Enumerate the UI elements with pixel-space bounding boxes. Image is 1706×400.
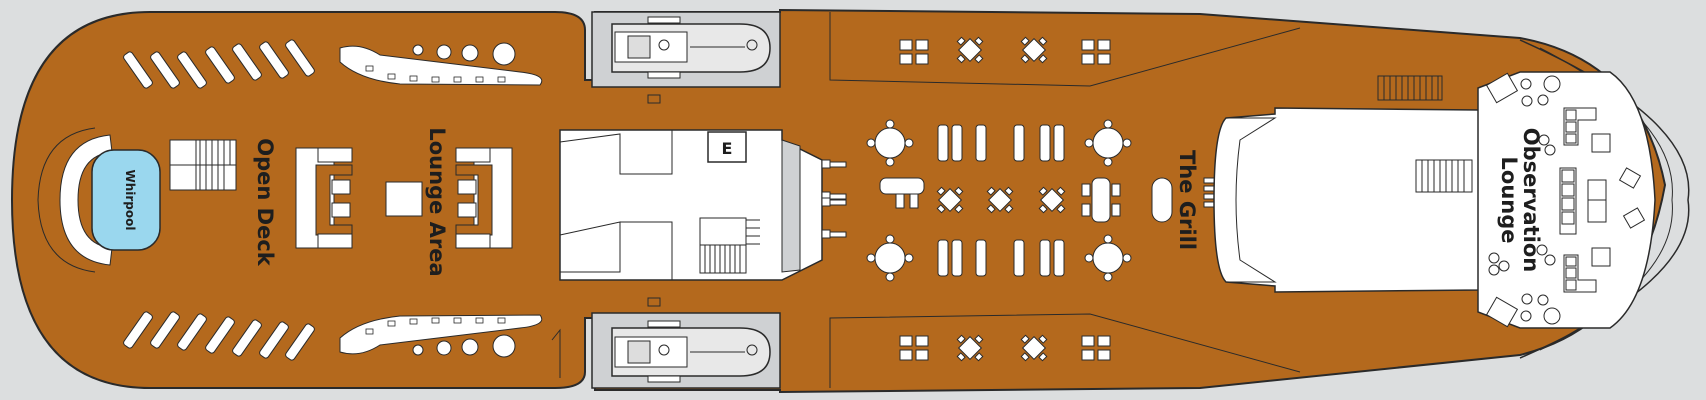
elevator-icon: [707, 131, 747, 163]
dining-table-icon: [1039, 124, 1065, 162]
dining-table-icon: [1081, 39, 1111, 65]
promenade-tables-bottom: [899, 334, 1111, 362]
lounger-icon: [177, 51, 207, 89]
lounger-icon: [285, 323, 315, 361]
dining-table-icon: [1013, 239, 1025, 277]
open-deck-label: Open Deck: [253, 138, 277, 267]
round-table-icon: [1084, 234, 1132, 282]
lounger-icon: [205, 316, 235, 354]
lounger-icon: [150, 51, 180, 89]
vent-grille: [1377, 75, 1443, 101]
whirlpool-area: Whirpool: [37, 127, 161, 273]
lifeboat-icon: [611, 320, 771, 383]
coffee-table: [1591, 133, 1611, 153]
loungers-top: [123, 39, 543, 89]
dining-table-icon: [1013, 124, 1025, 162]
lounger-icon: [205, 46, 235, 84]
armchair-icon: [1485, 296, 1519, 328]
lifeboat-icon: [611, 16, 771, 79]
lounge-sofa-left: [295, 147, 353, 249]
lounger-icon: [285, 39, 315, 77]
dining-table-icon: [975, 239, 987, 277]
armchair-icon: [1618, 167, 1642, 189]
grill-dining-area: [866, 119, 1173, 282]
the-grill-label: The Grill: [1175, 150, 1199, 250]
round-table-icon: [1084, 119, 1132, 167]
small-chairs-top: [365, 65, 506, 83]
lounge-sofa-right: [455, 147, 513, 249]
sofa-icon: [1559, 167, 1577, 235]
lifeboat-bay-bottom: [591, 297, 781, 389]
observation-lounge: Observation Lounge: [1477, 71, 1656, 329]
lifeboat-bay-top: [591, 11, 781, 104]
lounger-icon: [150, 311, 180, 349]
coffee-table: [1587, 179, 1607, 223]
round-table-icon: [986, 186, 1014, 214]
observation-lounge-label-1: Observation: [1519, 128, 1543, 272]
small-chairs-bottom: [365, 317, 506, 335]
sofa-icon: [1563, 254, 1597, 293]
sofa-icon: [1563, 107, 1597, 146]
dining-table-icon: [1039, 239, 1065, 277]
stairs-icon: [1415, 159, 1473, 193]
lounger-icon: [259, 41, 289, 79]
dining-table-icon: [1081, 335, 1111, 361]
whirlpool-label: Whirpool: [123, 169, 137, 230]
round-table-icon: [956, 36, 984, 64]
observation-lounge-label-2: Lounge: [1497, 157, 1521, 244]
lounger-icon: [259, 321, 289, 359]
round-table-icon: [1020, 334, 1048, 362]
central-block: E: [559, 129, 847, 281]
stairs-icon: [699, 217, 760, 274]
lounger-icon: [177, 313, 207, 351]
round-table-icon: [936, 186, 964, 214]
promenade-tables-top: [899, 36, 1111, 65]
lounger-icon: [232, 43, 262, 81]
round-table-icon: [866, 234, 914, 282]
dining-table-icon: [899, 39, 929, 65]
coffee-table: [1591, 247, 1611, 267]
lounge-coffee-table: [385, 181, 423, 217]
round-table-icon: [1020, 36, 1048, 64]
stern-superstructure: [1213, 75, 1481, 293]
dining-table-icon: [899, 335, 929, 361]
dining-table-icon: [879, 177, 925, 209]
dining-table-icon: [975, 124, 987, 162]
lounger-icon: [123, 51, 153, 89]
stairs-icon: [169, 139, 237, 191]
elevator-label: E: [722, 139, 733, 158]
armchair-icon: [1622, 207, 1646, 229]
whirlpool: [91, 149, 161, 251]
grill-counter: [1151, 177, 1173, 223]
dining-table-icon: [1081, 177, 1121, 223]
armchair-icon: [1485, 72, 1519, 104]
gangway-posts: [821, 159, 847, 239]
round-table-icon: [1038, 186, 1066, 214]
lounger-icon: [123, 311, 153, 349]
round-table-icon: [956, 334, 984, 362]
lounge-area-label: Lounge Area: [425, 127, 449, 276]
lounger-icon: [232, 319, 262, 357]
dining-table-icon: [937, 239, 963, 277]
round-table-icon: [866, 119, 914, 167]
dining-table-icon: [937, 124, 963, 162]
loungers-bottom: [123, 311, 543, 361]
